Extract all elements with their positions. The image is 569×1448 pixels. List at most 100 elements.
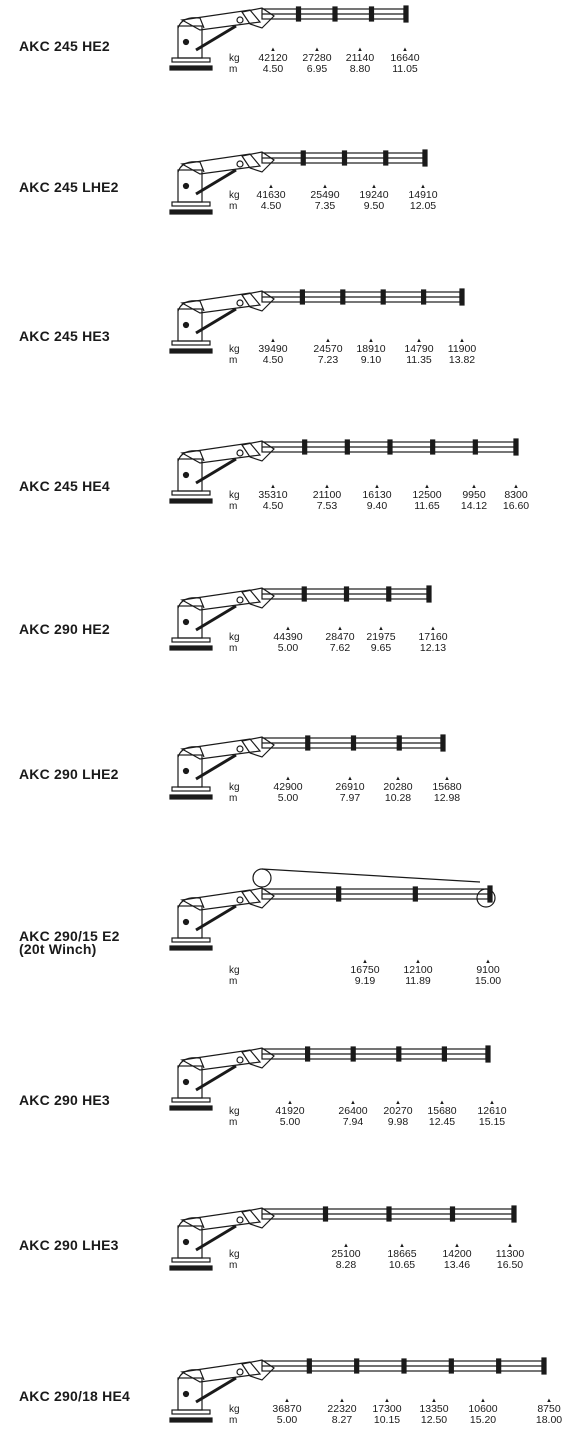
main-boom [180,589,262,611]
main-boom [180,738,262,760]
unit-kg: kg [229,965,240,976]
capacity-m: 10.15 [373,1414,401,1426]
boom-section-joint [306,1358,312,1374]
crane-base-plate [169,794,213,800]
capacity-m: 14.12 [460,500,488,512]
crane-diagram [169,868,496,951]
boom-tip [459,288,465,306]
boom-section-joint [441,1046,447,1062]
boom-section-joint [368,6,375,22]
model-name: AKC 245 HE3 [19,328,110,344]
load-marker-icon: ▲ [384,1398,390,1404]
capacity-kg: 24570 [313,343,343,355]
load-marker-icon: ▲ [325,338,331,344]
capacity-kg: 15680 [427,1105,457,1117]
knuckle-pivot [236,449,244,457]
load-marker-icon: ▲ [546,1398,552,1404]
capacity-kg: 16640 [390,52,420,64]
boom-tip [422,149,428,167]
unit-kg: kg [229,490,240,501]
unit-m: m [229,201,238,212]
capacity-kg: 21975 [366,631,396,643]
crane-diagram [169,149,428,215]
lift-cylinder [195,457,237,485]
load-marker-icon: ▲ [270,484,276,490]
boom-section-joint [350,735,357,751]
boom-section-joint [350,1046,356,1062]
load-marker-icon: ▲ [439,1100,445,1106]
load-marker-icon: ▲ [287,1100,293,1106]
crane-base-plate [169,645,213,651]
crane-base-plate [169,209,213,215]
load-marker-icon: ▲ [314,47,320,53]
main-boom [180,153,262,175]
capacity-m: 12.50 [420,1414,448,1426]
load-marker-icon: ▲ [513,484,519,490]
load-marker-icon: ▲ [471,484,477,490]
knuckle-pivot [236,299,244,307]
capacity-kg: 35310 [258,489,288,501]
boom-section-joint [301,586,307,602]
capacity-m: 5.00 [279,1116,301,1128]
load-marker-icon: ▲ [424,484,430,490]
knuckle-arm [241,1047,275,1069]
lift-cylinder [195,1376,237,1404]
load-marker-icon: ▲ [459,338,465,344]
capacity-m: 7.23 [317,354,339,366]
load-marker-icon: ▲ [444,776,450,782]
crane-diagram [169,438,519,504]
load-marker-icon: ▲ [395,1100,401,1106]
crane-diagram [169,1205,517,1271]
boom-tip [513,438,519,456]
load-marker-icon: ▲ [371,184,377,190]
crane-column [177,1377,203,1411]
boom-tip [426,585,432,603]
capacity-m: 10.28 [384,792,412,804]
boom-section-joint [340,289,346,305]
unit-m: m [229,793,238,804]
unit-kg: kg [229,1249,240,1260]
unit-m: m [229,1260,238,1271]
load-marker-icon: ▲ [284,1398,290,1404]
boom-section-joint [380,289,386,305]
capacity-m: 7.53 [316,500,338,512]
main-boom [180,889,262,911]
crane-pivot [182,618,190,626]
crane-diagram [169,288,465,354]
model-name: AKC 290 HE2 [19,621,110,637]
capacity-kg: 11900 [447,343,477,355]
capacity-m: 13.82 [448,354,476,366]
capacity-kg: 10600 [468,1403,498,1415]
unit-kg: kg [229,190,240,201]
boom-section-joint [396,1046,402,1062]
boom-tip [511,1205,517,1223]
crane-base-plate [169,1105,213,1111]
boom-section-joint [336,886,342,902]
crane-column [177,1065,203,1099]
capacity-kg: 41630 [256,189,286,201]
capacity-kg: 21100 [312,489,342,501]
boom-section-joint [343,586,350,602]
load-marker-icon: ▲ [454,1243,460,1249]
